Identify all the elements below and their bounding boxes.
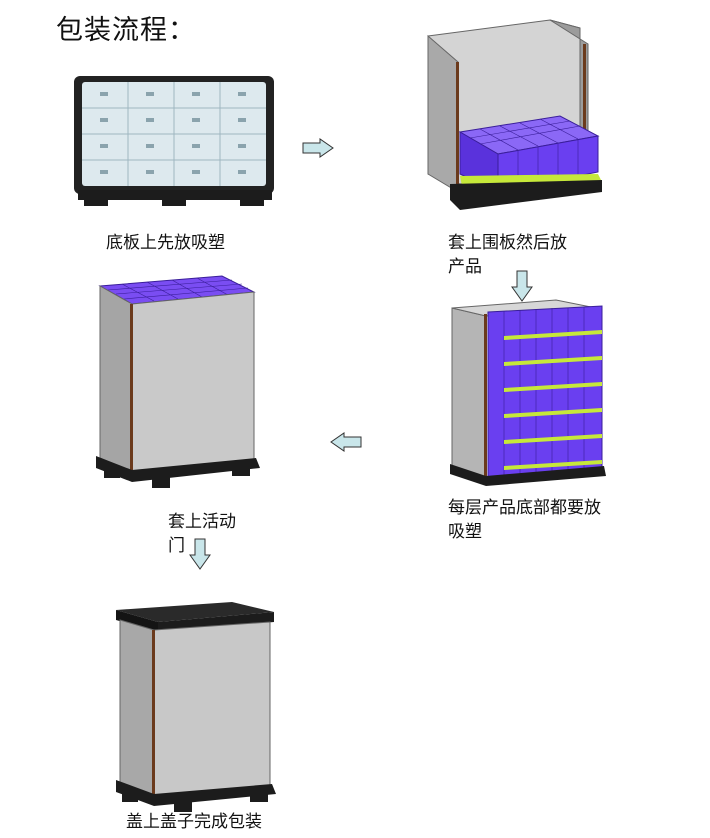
- pallet-base: [450, 180, 602, 210]
- step5-label: 盖上盖子完成包装: [126, 812, 262, 832]
- seam: [484, 314, 487, 476]
- down-arrow-icon: [189, 538, 211, 570]
- seam: [130, 304, 133, 472]
- step3-label: 每层产品底部都要放 吸塑: [448, 498, 601, 542]
- step4-closed-box-illustration: [96, 275, 260, 488]
- page-title: 包装流程：: [56, 15, 196, 46]
- step2-sleeve-product-illustration: [427, 19, 602, 210]
- front-wall: [153, 621, 271, 797]
- left-wall: [99, 285, 133, 473]
- pallet-base: [116, 780, 276, 806]
- lid-front: [158, 612, 274, 632]
- step1-pallet-tray-illustration: [74, 76, 274, 206]
- left-wall: [119, 619, 155, 797]
- right-arrow-icon: [302, 138, 334, 158]
- step1-label: 底板上先放吸塑: [106, 233, 225, 253]
- left-wall: [427, 34, 459, 193]
- down-arrow-icon: [511, 270, 533, 302]
- blister-strips: [504, 330, 602, 470]
- lid-top: [116, 602, 274, 622]
- step5-lidded-package-illustration: [116, 602, 276, 812]
- step3-stacked-layers-illustration: [450, 299, 606, 486]
- seam: [456, 62, 459, 192]
- step2-label: 套上围板然后放 产品: [448, 233, 567, 277]
- front-wall: [131, 291, 255, 473]
- pallet-base: [450, 464, 606, 486]
- seam: [152, 630, 155, 796]
- left-wall: [451, 307, 487, 479]
- pallet-base: [96, 456, 260, 482]
- step4-label: 套上活动 门: [168, 512, 236, 556]
- left-arrow-icon: [330, 432, 362, 452]
